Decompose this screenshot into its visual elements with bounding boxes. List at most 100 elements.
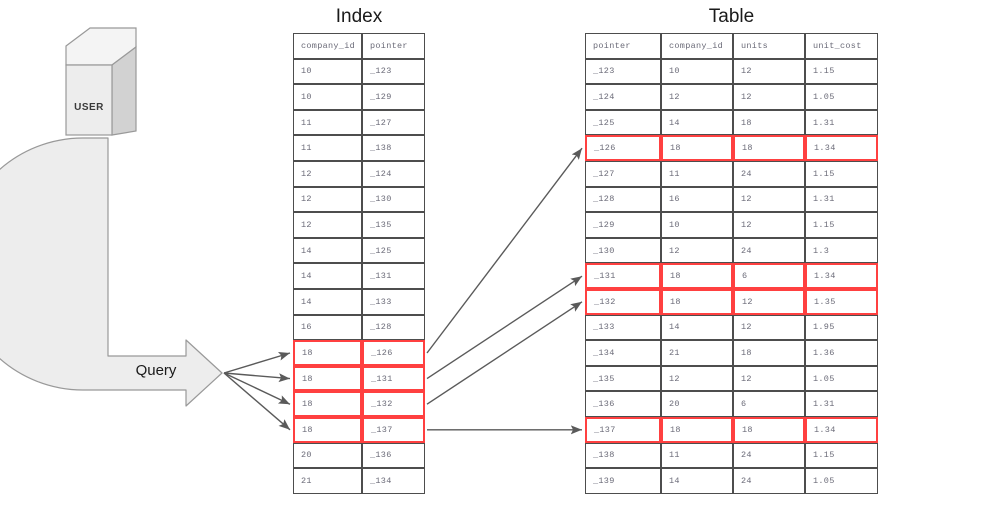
- index-cell: 12: [293, 186, 362, 213]
- table-cell: 18: [661, 417, 733, 443]
- index-cell: _133: [362, 289, 425, 315]
- table-cell: 12: [733, 212, 805, 238]
- index-cell: _125: [362, 237, 425, 264]
- table-header-pointer: pointer: [585, 33, 661, 59]
- table-cell: 18: [661, 263, 733, 289]
- table-cell: 18: [661, 289, 733, 315]
- index-cell: 11: [293, 109, 362, 136]
- table-cell: 12: [733, 314, 805, 341]
- table-cell: 1.05: [805, 468, 878, 494]
- table-cell: 1.35: [805, 289, 878, 315]
- index-cell: 11: [293, 135, 362, 161]
- table-cell: 1.34: [805, 135, 878, 161]
- index-cell: _134: [362, 468, 425, 494]
- table-cell: 12: [733, 186, 805, 213]
- table-cell: 1.05: [805, 365, 878, 392]
- table-cell: 18: [733, 417, 805, 443]
- table-cell: _125: [585, 109, 661, 136]
- table-cell: 11: [661, 442, 733, 469]
- index-cell: 14: [293, 237, 362, 264]
- index-cell: _137: [362, 417, 425, 443]
- table-cell: 1.31: [805, 391, 878, 417]
- index-cell: 20: [293, 442, 362, 469]
- table-cell: 18: [733, 109, 805, 136]
- table-cell: 1.34: [805, 417, 878, 443]
- table-header-unit_cost: unit_cost: [805, 33, 878, 59]
- index-cell: _131: [362, 365, 425, 392]
- index-cell: _123: [362, 58, 425, 85]
- user-label: USER: [74, 102, 104, 113]
- table-cell: 11: [661, 161, 733, 187]
- index-cell: 18: [293, 391, 362, 417]
- index-to-table-arrow: [426, 275, 583, 380]
- index-to-table-arrow: [426, 301, 583, 405]
- table-cell: 14: [661, 468, 733, 494]
- index-cell: 10: [293, 58, 362, 85]
- query-fan-arrows: [223, 351, 291, 431]
- index-cell: _130: [362, 186, 425, 213]
- table-cell: 1.3: [805, 237, 878, 264]
- table-cell: _138: [585, 442, 661, 469]
- table-cell: 1.31: [805, 109, 878, 136]
- table-cell: _135: [585, 365, 661, 392]
- table-cell: _132: [585, 289, 661, 315]
- table-cell: _127: [585, 161, 661, 187]
- table-header-units: units: [733, 33, 805, 59]
- table-cell: _133: [585, 314, 661, 341]
- index-cell: _126: [362, 340, 425, 366]
- table-cell: 18: [733, 135, 805, 161]
- table-cell: 1.05: [805, 84, 878, 110]
- table-cell: 6: [733, 263, 805, 289]
- table-cell: _128: [585, 186, 661, 213]
- index-cell: _136: [362, 442, 425, 469]
- table-cell: _131: [585, 263, 661, 289]
- table-cell: 18: [661, 135, 733, 161]
- table-cell: 6: [733, 391, 805, 417]
- index-cell: 18: [293, 340, 362, 366]
- index-cell: 18: [293, 365, 362, 392]
- index-cell: _138: [362, 135, 425, 161]
- index-cell: 18: [293, 417, 362, 443]
- table-cell: 12: [661, 237, 733, 264]
- query-label: Query: [135, 362, 177, 379]
- table-cell: 14: [661, 314, 733, 341]
- index-cell: _128: [362, 314, 425, 341]
- table-cell: 1.31: [805, 186, 878, 213]
- table-cell: 24: [733, 442, 805, 469]
- index-cell: 14: [293, 263, 362, 289]
- index-cell: 12: [293, 212, 362, 238]
- table-cell: 14: [661, 109, 733, 136]
- query-to-index-arrow: [223, 372, 291, 431]
- query-to-index-arrow: [223, 372, 291, 383]
- index-cell: 12: [293, 161, 362, 187]
- index-cell: _131: [362, 263, 425, 289]
- table-cell: 1.34: [805, 263, 878, 289]
- table-cell: 12: [733, 58, 805, 85]
- table-cell: 16: [661, 186, 733, 213]
- table-cell: 1.15: [805, 58, 878, 85]
- table-cell: 10: [661, 58, 733, 85]
- table-title: Table: [708, 6, 755, 27]
- index-cell: 14: [293, 289, 362, 315]
- table-cell: 12: [733, 365, 805, 392]
- table-cell: 24: [733, 468, 805, 494]
- query-to-index-arrow: [223, 372, 291, 405]
- table-cell: _129: [585, 212, 661, 238]
- table-cell: 18: [733, 340, 805, 366]
- index-to-table-arrow: [426, 147, 583, 354]
- table-cell: 1.15: [805, 161, 878, 187]
- index-cell: _129: [362, 84, 425, 110]
- user-cube-icon: [65, 27, 137, 136]
- index-to-table-arrows: [426, 147, 583, 435]
- table-cell: 12: [733, 289, 805, 315]
- table-cell: _139: [585, 468, 661, 494]
- table-cell: 1.15: [805, 212, 878, 238]
- table-cell: 12: [733, 84, 805, 110]
- index-cell: 21: [293, 468, 362, 494]
- table-cell: _134: [585, 340, 661, 366]
- table-cell: 10: [661, 212, 733, 238]
- table-cell: 24: [733, 161, 805, 187]
- index-header-company_id: company_id: [293, 33, 362, 59]
